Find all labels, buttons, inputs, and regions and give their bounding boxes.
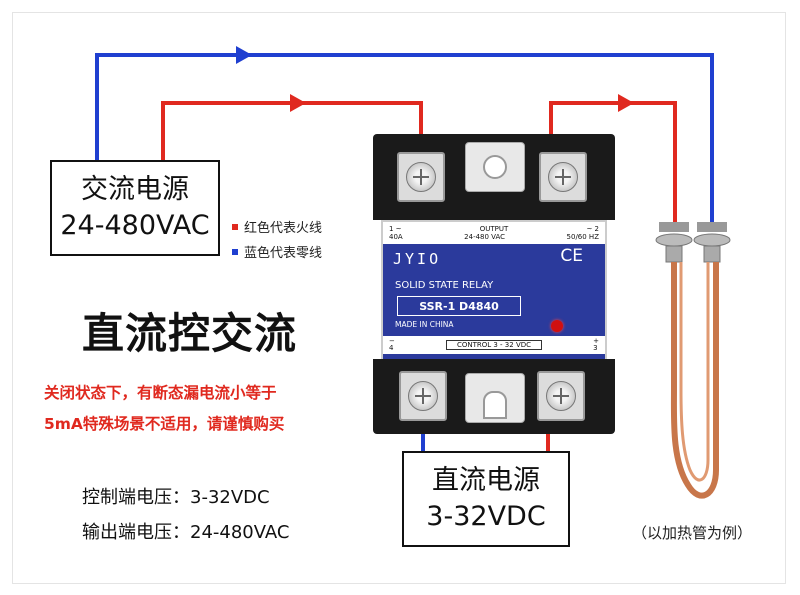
terminal-4-mark: − 4 bbox=[389, 337, 395, 352]
control-mark: CONTROL 3 - 32 VDC bbox=[445, 340, 543, 350]
mount-hole-icon bbox=[483, 155, 507, 179]
dc-power-source-box: 直流电源 3-32VDC bbox=[402, 451, 570, 547]
terminal-2-mark: ~ 2 bbox=[586, 225, 599, 233]
spec-control-voltage: 控制端电压：3-32VDC bbox=[82, 487, 270, 508]
brand-logo: JYIO bbox=[393, 250, 442, 268]
terminal-4 bbox=[399, 371, 447, 421]
legend-red: 红色代表火线 bbox=[232, 217, 322, 236]
voltage-rating: 24-480 VAC bbox=[464, 233, 506, 241]
legend-red-text: 红色代表火线 bbox=[244, 221, 323, 236]
frequency-rating: 50/60 HZ bbox=[566, 233, 599, 241]
relay-top-housing bbox=[373, 134, 615, 220]
blue-square-icon bbox=[232, 248, 238, 255]
terminal-3 bbox=[537, 371, 585, 421]
warning-line-2: 5mA特殊场景不适用，请谨慎购买 bbox=[44, 415, 285, 433]
blue-arrow-icon bbox=[236, 46, 252, 64]
spec-output-voltage: 输出端电压：24-480VAC bbox=[82, 522, 290, 543]
ac-source-voltage: 24-480VAC bbox=[60, 210, 210, 241]
dc-source-label: 直流电源 bbox=[432, 465, 540, 496]
current-rating: 40A bbox=[389, 233, 403, 241]
dc-source-voltage: 3-32VDC bbox=[426, 501, 546, 532]
mounting-tab-top bbox=[465, 142, 525, 192]
screw-icon bbox=[548, 162, 578, 192]
mounting-tab-bottom bbox=[465, 373, 525, 423]
blue-neutral-wire bbox=[95, 53, 714, 222]
ce-mark: CE bbox=[560, 246, 583, 266]
warning-line-1: 关闭状态下，有断态漏电流小等于 bbox=[44, 384, 277, 402]
screw-icon bbox=[408, 381, 438, 411]
control-strip: − 4 CONTROL 3 - 32 VDC + 3 bbox=[383, 336, 605, 354]
screw-icon bbox=[546, 381, 576, 411]
terminal-3-mark: + 3 bbox=[593, 337, 599, 352]
indicator-led-icon bbox=[551, 320, 563, 332]
solid-state-relay: 1 ~ OUTPUT ~ 2 40A 24-480 VAC 50/60 HZ J… bbox=[373, 134, 615, 434]
image-frame bbox=[12, 12, 786, 584]
terminal-1-mark: 1 ~ bbox=[389, 225, 402, 233]
red-arrow-icon bbox=[290, 94, 306, 112]
terminal-1 bbox=[397, 152, 445, 202]
relay-bottom-housing bbox=[373, 359, 615, 434]
relay-model: SSR-1 D4840 bbox=[397, 296, 521, 316]
legend-blue: 蓝色代表零线 bbox=[232, 242, 322, 261]
screw-icon bbox=[406, 162, 436, 192]
ac-power-source-box: 交流电源 24-480VAC bbox=[50, 160, 220, 256]
relay-type: SOLID STATE RELAY bbox=[395, 280, 494, 291]
red-live-wire-out bbox=[549, 101, 677, 222]
output-strip: 1 ~ OUTPUT ~ 2 40A 24-480 VAC 50/60 HZ bbox=[383, 222, 605, 244]
terminal-2 bbox=[539, 152, 587, 202]
ac-source-label: 交流电源 bbox=[81, 174, 189, 205]
made-in-label: MADE IN CHINA bbox=[395, 320, 454, 329]
heater-tube-icon bbox=[655, 222, 731, 499]
legend-blue-text: 蓝色代表零线 bbox=[244, 246, 323, 261]
main-title: 直流控交流 bbox=[82, 309, 298, 358]
red-square-icon bbox=[232, 223, 238, 230]
output-mark: OUTPUT bbox=[479, 225, 509, 233]
mount-slot-icon bbox=[483, 391, 507, 419]
relay-face-label: 1 ~ OUTPUT ~ 2 40A 24-480 VAC 50/60 HZ J… bbox=[381, 220, 607, 362]
heater-caption: （以加热管为例） bbox=[632, 524, 753, 542]
red-arrow-out-icon bbox=[618, 94, 634, 112]
